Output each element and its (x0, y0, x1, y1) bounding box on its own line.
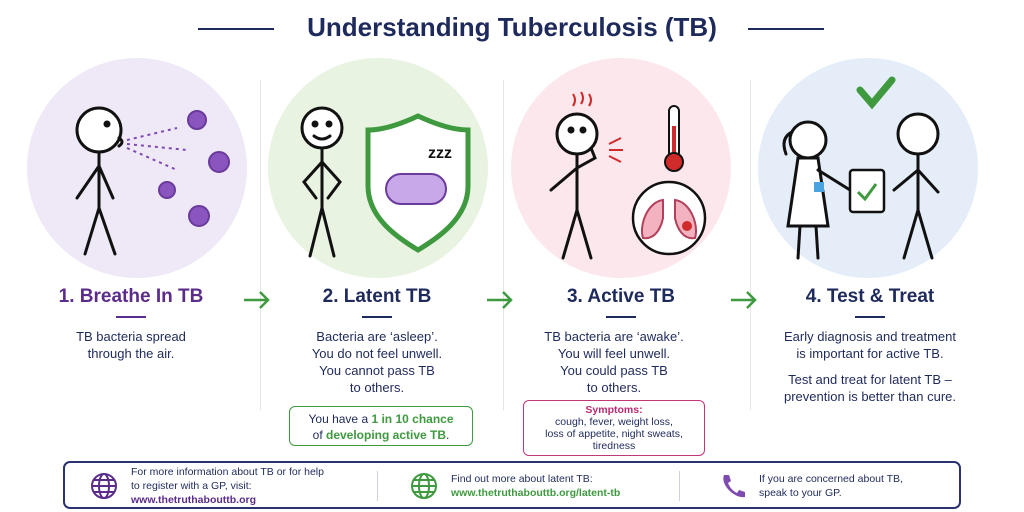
stage-3-line-3: You could pass TB (560, 363, 668, 378)
stage-2-line-1: Bacteria are ‘asleep’. (316, 329, 438, 344)
footer-separator-1 (377, 471, 378, 501)
stage-4-underline (855, 316, 885, 318)
footer-left-link[interactable]: www.thetruthabouttb.org (131, 494, 257, 506)
stage-1-description: TB bacteria spread through the air. (11, 328, 251, 362)
callout-highlight-2: developing active TB (325, 428, 447, 442)
divider-1 (260, 80, 261, 410)
stage-3-line-4: to others. (586, 380, 642, 395)
stage-3-underline (606, 316, 636, 318)
stage-1-underline (116, 316, 146, 318)
stage-2-description: Bacteria are ‘asleep’. You do not feel u… (257, 328, 497, 396)
footer-right-text: If you are concerned about TB, speak to … (759, 472, 903, 500)
stage-4-line-2: is important for active TB. (796, 346, 944, 361)
footer-left-text: For more information about TB or for hel… (131, 465, 324, 507)
stage-3-title: 3. Active TB (566, 286, 676, 307)
footer-left-line-1: For more information about TB or for hel… (131, 466, 324, 478)
arrow-right-icon (244, 291, 270, 309)
stage-4-illustration (758, 58, 978, 278)
sleeping-bacteria-shield-icon: zzz (300, 106, 471, 258)
footer-right-line-1: If you are concerned about TB, (759, 473, 903, 485)
stage-4-line-4: prevention is better than cure. (784, 389, 956, 404)
stage-1-title: 1. Breathe In TB (58, 286, 204, 307)
stage-3-illustration (511, 58, 731, 278)
footer-middle-text: Find out more about latent TB: www.thetr… (451, 472, 620, 500)
symptoms-heading: Symptoms: (585, 404, 643, 416)
footer-middle-link[interactable]: www.thetruthabouttb.org/latent-tb (451, 487, 621, 499)
phone-icon (723, 475, 745, 498)
title-rule-right (748, 28, 824, 30)
stage-4-line-3: Test and treat for latent TB – (788, 372, 952, 387)
stage-3-line-2: You will feel unwell. (557, 346, 671, 361)
callout-mid: of (312, 428, 326, 442)
arrow-right-icon (731, 291, 757, 309)
divider-2 (503, 80, 504, 410)
stage-3-description: TB bacteria are ‘awake’. You will feel u… (494, 328, 734, 396)
stage-2-title: 2. Latent TB (322, 286, 432, 307)
footer-separator-2 (679, 471, 680, 501)
footer-right-line-2: speak to your GP. (759, 487, 842, 499)
footer-info-bar: For more information about TB or for hel… (63, 461, 961, 509)
arrow-right-icon (487, 291, 513, 309)
divider-3 (750, 80, 751, 410)
footer-left-line-2: to register with a GP, visit: (131, 480, 252, 492)
svg-text:zzz: zzz (428, 145, 452, 162)
person-breathing-bacteria-icon (75, 106, 230, 256)
stage-1-line-1: TB bacteria spread (76, 329, 186, 344)
globe-icon (91, 473, 117, 499)
stage-2-line-3: You cannot pass TB (319, 363, 435, 378)
title-bar: Understanding Tuberculosis (TB) (0, 10, 1024, 46)
doctor-patient-checkmark-icon (782, 76, 940, 260)
latent-chance-callout: You have a 1 in 10 chance of developing … (289, 406, 473, 446)
title-rule-left (198, 28, 274, 30)
callout-post: . (446, 428, 450, 442)
sick-person-lungs-thermometer-icon (549, 91, 707, 260)
symptoms-callout: Symptoms: cough, fever, weight loss, los… (523, 400, 705, 456)
symptoms-line-1: cough, fever, weight loss, (555, 416, 673, 428)
symptoms-line-3: tiredness (592, 440, 636, 452)
callout-pre: You have a (308, 412, 372, 426)
stage-3-line-1: TB bacteria are ‘awake’. (544, 329, 684, 344)
page-title: Understanding Tuberculosis (TB) (307, 12, 717, 42)
symptoms-line-2: loss of appetite, night sweats, (545, 428, 683, 440)
callout-highlight: 1 in 10 chance (371, 412, 454, 426)
stage-2-illustration: zzz (268, 58, 488, 278)
stage-1-line-2: through the air. (87, 346, 175, 361)
footer-middle-line-1: Find out more about latent TB: (451, 473, 593, 485)
stage-4-title: 4. Test & Treat (805, 286, 935, 307)
stage-4-description: Early diagnosis and treatment is importa… (750, 328, 990, 405)
stage-4-line-1: Early diagnosis and treatment (784, 329, 956, 344)
stage-2-line-2: You do not feel unwell. (311, 346, 443, 361)
stage-2-line-4: to others. (349, 380, 405, 395)
stage-1-illustration (27, 58, 247, 278)
globe-icon (411, 473, 437, 499)
stage-2-underline (362, 316, 392, 318)
